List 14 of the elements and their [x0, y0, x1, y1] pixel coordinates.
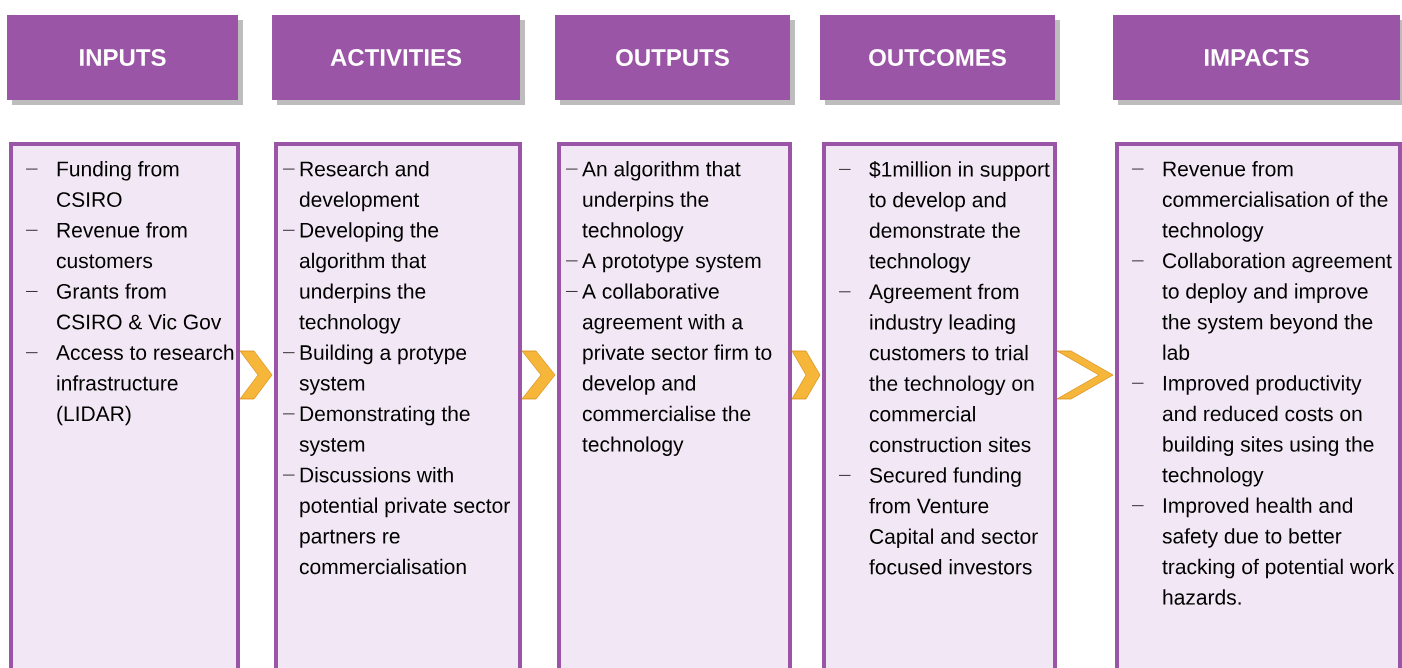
chevron-arrow: [239, 350, 273, 400]
header-box: OUTCOMES: [820, 15, 1060, 105]
chevron-arrow: [791, 350, 821, 400]
header-box: IMPACTS: [1113, 15, 1402, 105]
header-box: OUTPUTS: [555, 15, 795, 105]
list-box: $1million in support to develop and demonstrate the technology Agreement from industry leading customers to trial the technology on commercial construction sites Secured funding from Venture Capital and sector focused investors: [822, 142, 1057, 668]
header-box: INPUTS: [7, 15, 243, 105]
list-box: Research and development Developing the algorithm that underpins the technology Building a protype system Demonstrating the system Discussions with potential private sector partners re commercialisation: [274, 142, 522, 668]
list-box: Funding from CSIRO Revenue from customers Grants from CSIRO & Vic Gov Access to research infrastructure (LIDAR): [9, 142, 240, 668]
chevron-arrow: [521, 350, 556, 400]
header-box: ACTIVITIES: [272, 15, 525, 105]
chevron-arrow: [1056, 350, 1114, 400]
list-box: Revenue from commercialisation of the technology Collaboration agreement to deploy and improve the system beyond the lab Improved productivity and reduced costs on building sites using the technology Improved health and safety due to better tracking of potential work hazards.: [1115, 142, 1402, 668]
list-box: An algorithm that underpins the technology A prototype system A collaborative agreement with a private sector firm to develop and commercialise the technology: [557, 142, 792, 668]
